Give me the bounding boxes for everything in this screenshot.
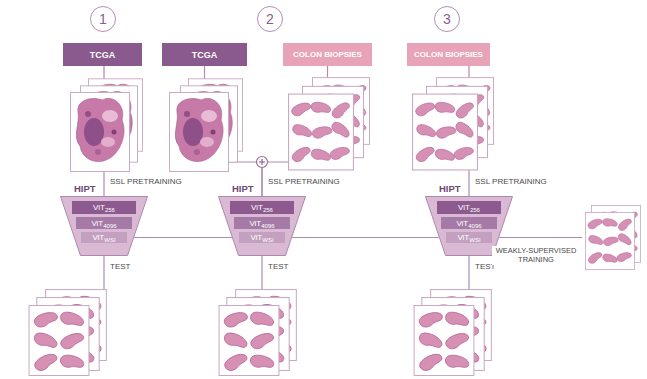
vit-label: ViT4096 xyxy=(249,219,274,228)
model-name: HIPT xyxy=(439,183,461,194)
edge-label: SSL PRETRAINING xyxy=(474,177,548,186)
vit-subscript: 4096 xyxy=(261,223,274,229)
dataset-box: TCGA xyxy=(63,43,142,66)
vit-subscript: 256 xyxy=(263,207,273,213)
test-label: TEST xyxy=(109,262,131,271)
trapezoid-shape xyxy=(219,197,306,256)
model-trapezoid: HIPT ViT256ViT4096ViTWSI xyxy=(60,183,148,256)
edge-label: SSL PRETRAINING xyxy=(109,177,183,186)
vit-subscript: WSI xyxy=(104,237,115,243)
step-number-text: 1 xyxy=(99,11,107,27)
vit-subscript: WSI xyxy=(469,237,480,243)
step-number: 3 xyxy=(434,6,460,32)
vit-subscript: 4096 xyxy=(103,223,116,229)
vit-subscript: 256 xyxy=(105,207,115,213)
dataset-box: COLON BIOPSIES xyxy=(283,43,372,66)
vit-label: ViTWSI xyxy=(92,233,115,242)
vit-block: ViT256 xyxy=(230,201,294,214)
edge-label: SSL PRETRAINING xyxy=(267,177,341,186)
vit-block: ViT4096 xyxy=(76,217,132,229)
vit-block: ViT256 xyxy=(437,201,501,214)
dataset-box: COLON BIOPSIES xyxy=(407,43,490,66)
connector xyxy=(292,237,439,238)
model-name: HIPT xyxy=(232,183,254,194)
vit-block: ViTWSI xyxy=(239,232,285,243)
vit-label: ViT4096 xyxy=(456,219,481,228)
dataset-name: TCGA xyxy=(192,50,218,60)
test-label: TEST xyxy=(267,262,289,271)
step-number-text: 3 xyxy=(443,11,451,27)
step-number: 1 xyxy=(90,6,116,32)
step-number: 2 xyxy=(257,6,283,32)
trapezoid-shape xyxy=(61,197,148,256)
vit-label: ViT256 xyxy=(251,203,273,212)
vit-block: ViT4096 xyxy=(441,217,497,229)
vit-subscript: WSI xyxy=(262,237,273,243)
training-label: WEAKLY-SUPERVISED TRAINING xyxy=(492,246,580,265)
vit-block: ViT4096 xyxy=(234,217,290,229)
step-number-text: 2 xyxy=(266,11,274,27)
vit-label: ViT4096 xyxy=(91,219,116,228)
vit-block: ViTWSI xyxy=(81,232,127,243)
dataset-name: TCGA xyxy=(90,50,116,60)
model-name: HIPT xyxy=(74,183,96,194)
connector xyxy=(134,237,232,238)
vit-block: ViTWSI xyxy=(446,232,492,243)
vit-label: ViT256 xyxy=(93,203,115,212)
vit-label: ViT256 xyxy=(458,203,480,212)
vit-subscript: 4096 xyxy=(468,223,481,229)
dataset-box: TCGA xyxy=(162,43,247,66)
vit-label: ViTWSI xyxy=(457,233,480,242)
dataset-name: COLON BIOPSIES xyxy=(414,50,483,59)
vit-label: ViTWSI xyxy=(250,233,273,242)
model-trapezoid: HIPT ViT256ViT4096ViTWSI xyxy=(218,183,306,256)
vit-block: ViT256 xyxy=(72,201,136,214)
vit-subscript: 256 xyxy=(470,207,480,213)
dataset-name: COLON BIOPSIES xyxy=(293,50,362,59)
